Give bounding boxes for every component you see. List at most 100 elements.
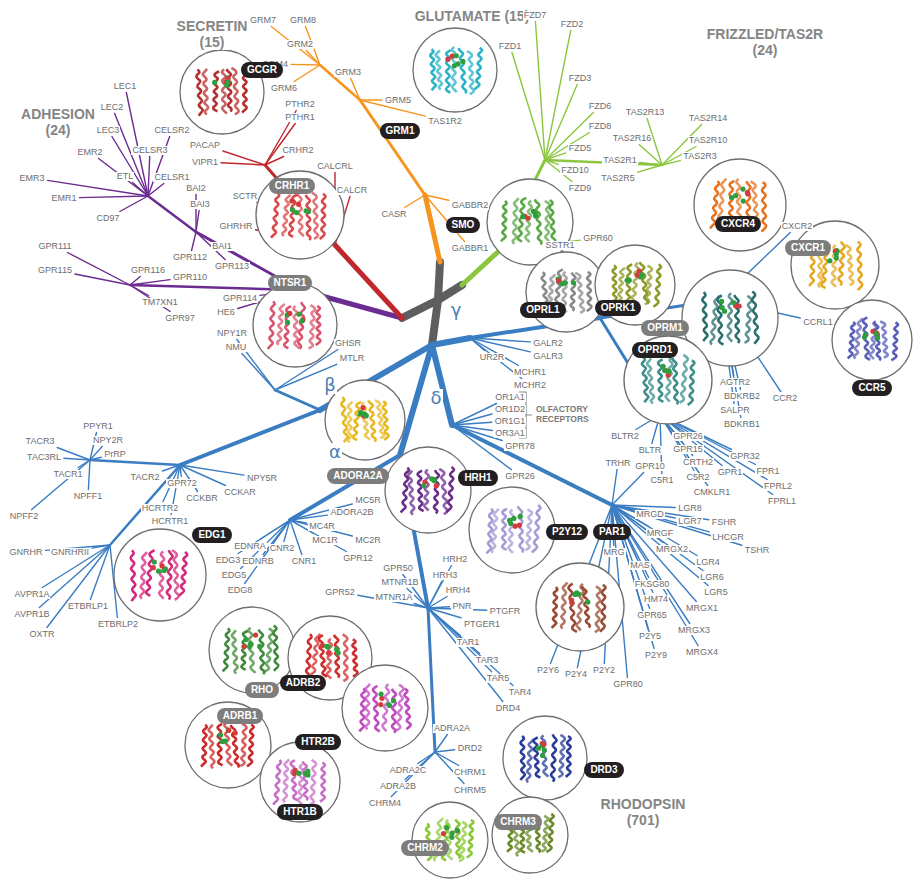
ligand-atom	[507, 518, 512, 523]
leaf-branch	[47, 545, 110, 628]
receptor-pill: OPRK1	[595, 300, 641, 316]
receptor-name: TACR1	[53, 470, 84, 479]
receptor-name: GNRHRII	[50, 548, 90, 557]
leaf-branch	[148, 157, 150, 197]
inset-circle	[256, 171, 344, 259]
receptor-pill: OPRL1	[520, 302, 565, 318]
structure-inset	[253, 283, 337, 367]
ligand-atom	[233, 730, 238, 735]
leaf-branch	[80, 196, 148, 198]
receptor-name: GPR111	[37, 242, 72, 251]
receptor-name: GRM6	[270, 84, 298, 93]
inset-circle	[624, 336, 712, 424]
helix	[196, 69, 202, 115]
receptor-name: ADORA2B	[329, 508, 374, 517]
receptor-name: GPR60	[582, 234, 614, 243]
tree-branch	[180, 410, 320, 465]
leaf-branch	[99, 159, 148, 197]
receptor-name: BDKRB1	[723, 420, 761, 429]
receptor-name: CELSR3	[131, 146, 168, 155]
leaf-branch	[290, 520, 352, 536]
leaf-branch	[435, 735, 447, 753]
leaf-branch	[512, 53, 545, 161]
receptor-name: GRM5	[384, 96, 412, 105]
leaf-branch	[294, 65, 320, 82]
tree-branch	[290, 455, 400, 520]
receptor-name: FZD2	[560, 20, 585, 29]
helix	[366, 684, 370, 730]
ligand-atom	[585, 599, 590, 604]
receptor-name: NPY2R	[92, 436, 124, 445]
receptor-name: NPY1R	[216, 329, 248, 338]
ligand-atom	[720, 305, 725, 310]
structure-inset	[624, 336, 712, 424]
leaf-branch	[265, 124, 295, 166]
receptor-name: EMR3	[18, 174, 45, 183]
structure-inset	[413, 28, 497, 112]
helix	[752, 291, 758, 343]
inset-circle	[595, 245, 675, 325]
leaf-branch	[452, 422, 492, 425]
structure-inset	[256, 171, 344, 259]
receptor-name: GABBR1	[451, 244, 490, 253]
ligand-atom	[536, 746, 541, 751]
receptor-pill: CXCR4	[715, 216, 761, 232]
pill-text: HTR1B	[283, 806, 316, 818]
receptor-name: FSHR	[711, 518, 738, 527]
receptor-pill: GRM1	[380, 123, 421, 139]
receptor-pill: SMO	[446, 217, 481, 233]
inset-circle	[185, 702, 271, 788]
receptor-name: FZD8	[588, 122, 613, 131]
leaf-branch	[545, 31, 571, 161]
receptor-name: GPR72	[166, 479, 198, 488]
family-title: GLUTAMATE (15)	[414, 8, 531, 24]
receptor-name: BAI1	[211, 242, 233, 251]
receptor-name: ETBRLP2	[97, 620, 139, 629]
subfamily-letter: β	[323, 376, 337, 395]
pill-text: CXCR1	[791, 242, 825, 254]
structure-inset	[595, 245, 675, 325]
helix	[418, 471, 424, 511]
helix	[131, 550, 136, 601]
receptor-name: GHRHR	[219, 222, 254, 231]
receptor-name: EMR2	[76, 148, 103, 157]
ligand-atom	[434, 483, 439, 488]
helix	[434, 470, 439, 513]
helix	[848, 322, 855, 358]
receptor-name: SSTR1	[544, 241, 575, 250]
receptor-name: P2Y2	[592, 666, 616, 675]
helix	[232, 630, 238, 673]
leaf-branch	[435, 752, 459, 766]
helix	[458, 48, 466, 93]
receptor-name: CRHR2	[281, 146, 314, 155]
ligand-atom	[253, 633, 258, 638]
pill-text: CCR5	[858, 382, 885, 394]
receptor-name: MRGF	[646, 529, 675, 538]
helix	[223, 628, 230, 671]
receptor-pill: HTR2B	[295, 734, 340, 750]
leaf-branch	[639, 145, 662, 166]
ligand-atom	[296, 771, 301, 776]
pill-text: OPRM1	[647, 322, 683, 334]
ligand-atom	[834, 251, 839, 256]
ligand-atom	[386, 702, 391, 707]
receptor-name: BDKRB2	[723, 392, 761, 401]
leaf-branch	[64, 458, 90, 460]
receptor-name: EDG8	[227, 586, 254, 595]
receptor-name: CRTH2	[682, 458, 714, 467]
helix	[467, 51, 474, 94]
receptor-name: SCTR	[232, 192, 259, 201]
receptor-name: TSHR	[744, 546, 771, 555]
tree-branch	[335, 245, 402, 318]
receptor-name: EMR1	[50, 194, 77, 203]
receptor-name: GABBR2	[451, 201, 490, 210]
helix	[551, 734, 557, 781]
helix	[501, 201, 507, 242]
receptor-name: GPR80	[612, 680, 644, 689]
receptor-name: MC4R	[308, 522, 336, 531]
receptor-name: GALR3	[532, 352, 564, 361]
ligand-atom	[445, 57, 450, 62]
ligand-atom	[444, 825, 449, 830]
receptor-name: MRGX1	[685, 604, 719, 613]
receptor-name: GPR15	[672, 445, 704, 454]
